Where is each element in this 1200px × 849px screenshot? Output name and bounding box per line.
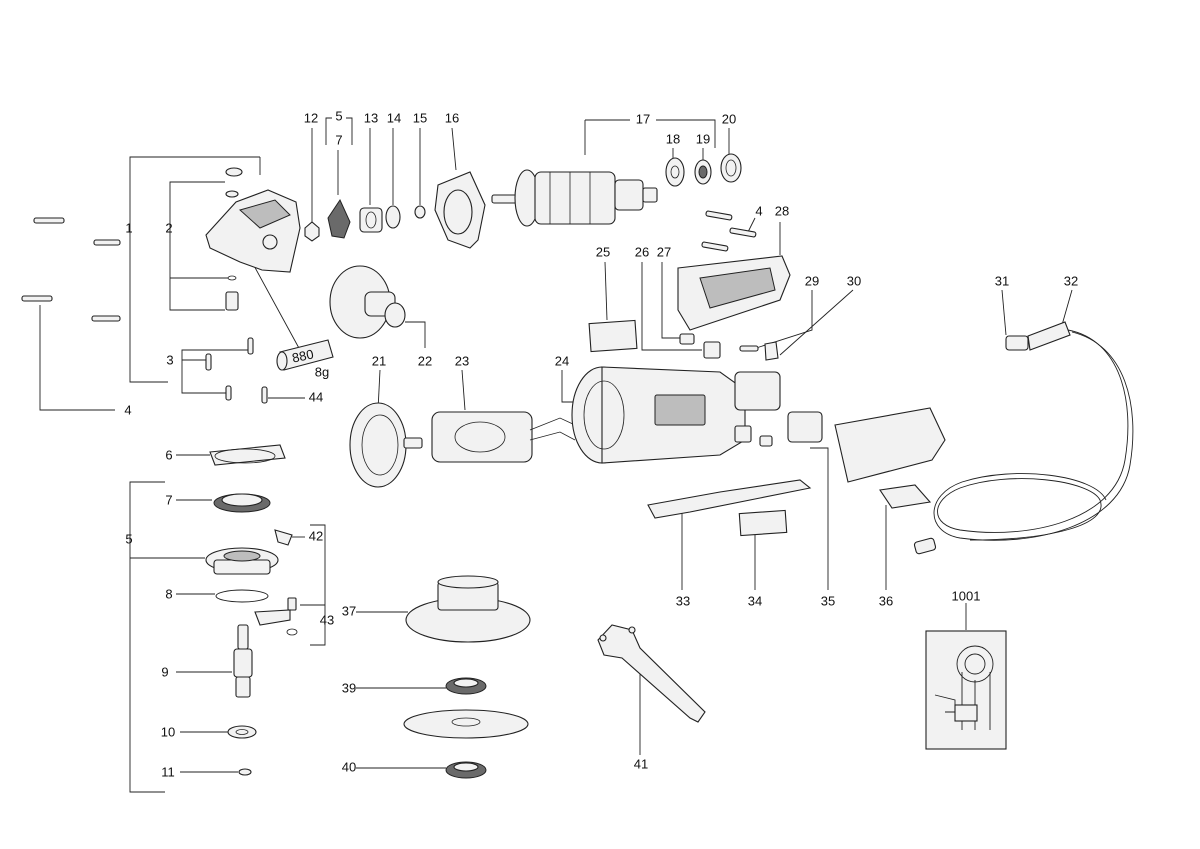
handle-housing-half — [677, 255, 791, 331]
label-19: 19 — [696, 131, 710, 146]
motor-housing — [571, 366, 781, 464]
label-10: 10 — [161, 724, 175, 739]
washer-small — [238, 768, 252, 776]
label-29: 29 — [805, 273, 819, 288]
fan-baffle — [434, 171, 486, 249]
label-26: 26 — [635, 244, 649, 259]
switch-slide-bar — [647, 479, 812, 519]
handle-cover — [834, 407, 946, 509]
label-4-right: 4 — [755, 203, 762, 218]
o-ring — [215, 589, 269, 603]
label-40: 40 — [342, 759, 356, 774]
label-28: 28 — [775, 203, 789, 218]
label-23: 23 — [455, 353, 469, 368]
grease-tube-text: 880 — [291, 346, 315, 365]
bearings-top-right — [665, 153, 742, 187]
label-5: 5 — [125, 531, 132, 546]
label-21: 21 — [372, 353, 386, 368]
label-4-left: 4 — [124, 402, 131, 417]
motor-end-cap — [349, 402, 423, 488]
switch-contacts — [734, 411, 823, 447]
label-18: 18 — [666, 131, 680, 146]
label-35: 35 — [821, 593, 835, 608]
label-13: 13 — [364, 110, 378, 125]
gear-head-housing — [205, 167, 301, 311]
label-30: 30 — [847, 273, 861, 288]
label-17: 17 — [636, 111, 650, 126]
label-20: 20 — [722, 111, 736, 126]
power-cord — [913, 321, 1134, 555]
label-9: 9 — [161, 664, 168, 679]
wheel-guard-flange — [329, 265, 406, 339]
label-36: 36 — [879, 593, 893, 608]
label-11: 11 — [161, 764, 175, 779]
label-39: 39 — [342, 680, 356, 695]
label-15: 15 — [413, 110, 427, 125]
switch-small-parts — [679, 333, 779, 361]
label-8g: 8g — [315, 364, 329, 379]
label-42: 42 — [309, 528, 323, 543]
wheel-guard — [405, 575, 531, 643]
pin-spanner — [597, 624, 706, 723]
label-8: 8 — [165, 586, 172, 601]
label-14: 14 — [387, 110, 401, 125]
label-32: 32 — [1064, 273, 1078, 288]
label-2: 2 — [165, 220, 172, 235]
part-number-labels: 12 5 7 13 14 15 16 17 18 19 20 1 2 3 4 4… — [124, 108, 1078, 779]
label-1001: 1001 — [952, 588, 981, 603]
label-5-top: 5 — [335, 108, 342, 123]
clamping-nut — [445, 761, 487, 779]
spindle-bearing-flange — [205, 547, 279, 575]
spindle-shaft — [233, 624, 253, 698]
armature — [491, 169, 658, 227]
rating-label — [588, 319, 638, 353]
label-33: 33 — [676, 593, 690, 608]
grinding-disc — [403, 709, 529, 739]
label-25: 25 — [596, 244, 610, 259]
gear-cover-plate — [209, 444, 286, 466]
field-coil — [431, 411, 576, 463]
label-6: 6 — [165, 447, 172, 462]
grease-tube — [276, 339, 334, 371]
inner-flange — [445, 677, 487, 695]
washer-large — [227, 725, 257, 739]
label-3: 3 — [166, 352, 173, 367]
label-1: 1 — [125, 220, 132, 235]
label-34: 34 — [748, 593, 762, 608]
label-22: 22 — [418, 353, 432, 368]
screw-set-3 — [205, 337, 268, 404]
label-16: 16 — [445, 110, 459, 125]
label-7-top: 7 — [335, 132, 342, 147]
label-12: 12 — [304, 110, 318, 125]
label-24: 24 — [555, 353, 569, 368]
info-label — [738, 509, 788, 537]
label-37: 37 — [342, 603, 356, 618]
spindle-lock-parts — [254, 529, 298, 636]
label-31: 31 — [995, 273, 1009, 288]
leader-lines — [39, 117, 1073, 793]
spindle-parts-top — [304, 198, 426, 242]
label-7: 7 — [165, 492, 172, 507]
label-44: 44 — [309, 389, 323, 404]
label-41: 41 — [634, 756, 648, 771]
label-43: 43 — [320, 612, 334, 627]
bevel-gear-large — [213, 493, 271, 513]
wiring-diagram-panel — [925, 630, 1007, 750]
screw-set-4-right — [701, 210, 757, 252]
screw-set-1 — [21, 217, 121, 322]
label-27: 27 — [657, 244, 671, 259]
